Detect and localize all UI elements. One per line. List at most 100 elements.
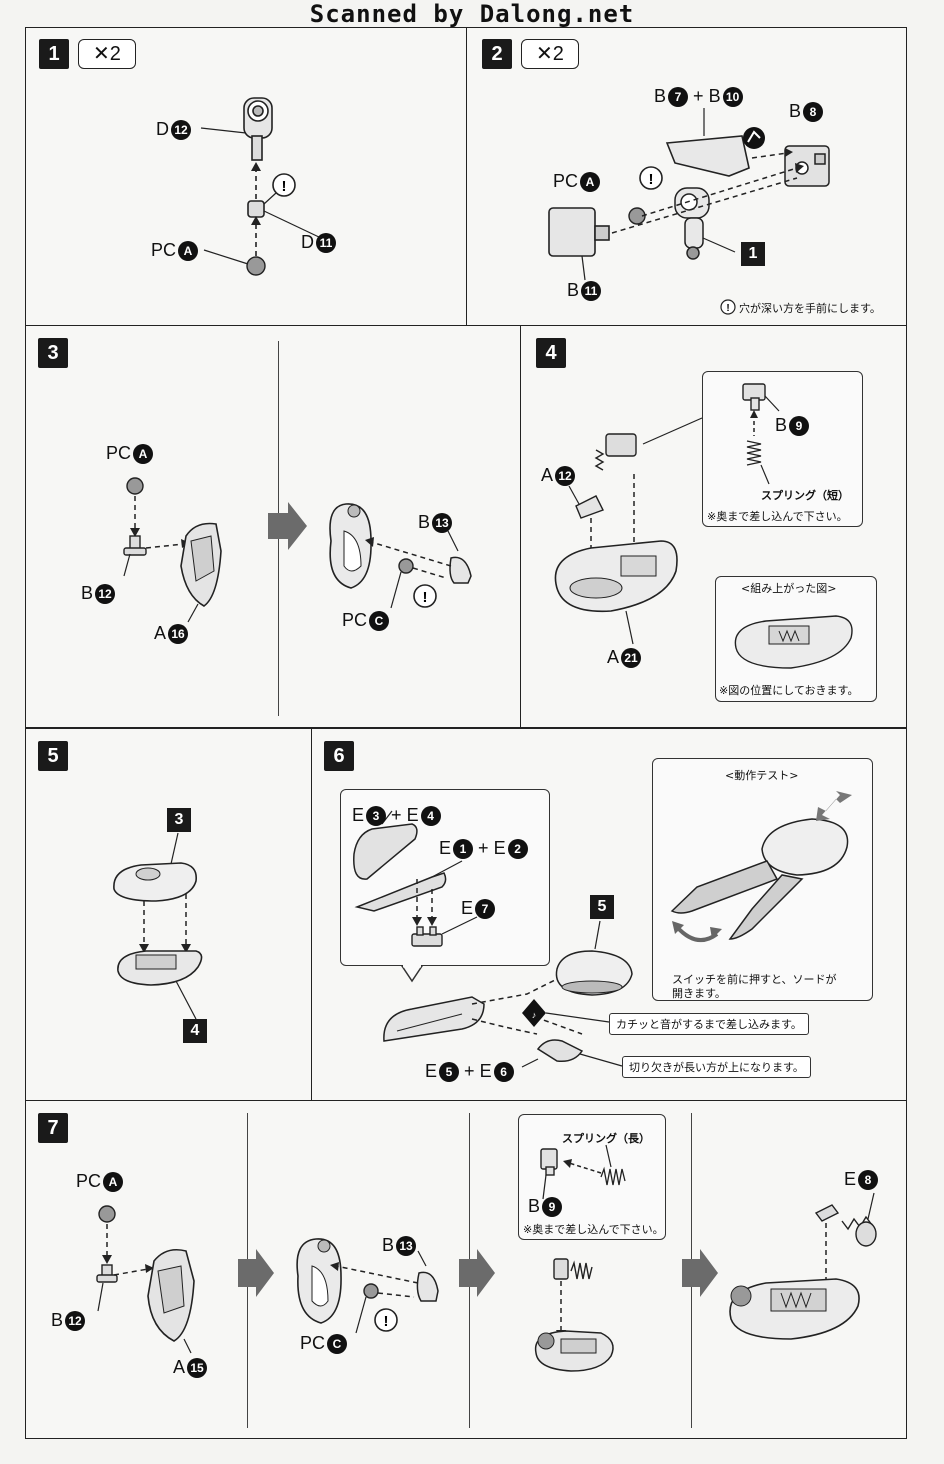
step-4-diagram xyxy=(554,383,853,669)
part-b7-b10 xyxy=(665,135,750,177)
test-title: <動作テスト> xyxy=(725,769,799,782)
step-6-panel: 6 <動作テスト> スイッチを前に押すと、ソードが 開きます。 カチッと音がする… xyxy=(311,728,907,1101)
part-a12 xyxy=(575,495,604,519)
part-pc-c xyxy=(398,558,414,574)
quantity-badge: ✕2 xyxy=(78,39,136,69)
svg-text:!: ! xyxy=(649,171,654,188)
part-b9-spring xyxy=(594,433,637,471)
assembled-note: ※図の位置にしておきます。 xyxy=(719,684,859,697)
spring-long-inset xyxy=(518,1114,666,1240)
part-pc-a xyxy=(628,207,646,225)
spring-detail-inset xyxy=(702,371,863,527)
part-e7 xyxy=(411,926,443,947)
step-1-diagram: ! xyxy=(200,97,322,276)
insert-note: ※奥まで差し込んで下さい。 xyxy=(707,510,848,523)
reference-step-4: 4 xyxy=(183,1019,207,1043)
step-number: 3 xyxy=(38,338,68,368)
click-insert-callout: カチッと音がするまで差し込みます。 xyxy=(609,1013,809,1035)
svg-text:!: ! xyxy=(726,303,729,314)
part-b9-spring xyxy=(553,1258,593,1280)
part-b13 xyxy=(449,556,472,584)
step-number: 1 xyxy=(39,39,69,69)
step-2-panel: 2 ✕2 ! xyxy=(466,27,907,326)
part-e3-e4 xyxy=(353,823,418,880)
flow-arrow-icon xyxy=(268,502,307,550)
scan-credit-header: Scanned by Dalong.net xyxy=(309,0,635,28)
svg-text:!: ! xyxy=(384,1313,389,1330)
spring-icon xyxy=(746,440,762,466)
test-sword-head xyxy=(761,818,849,876)
step-number: 4 xyxy=(536,338,566,368)
insert-note: ※奥まで差し込んで下さい。 xyxy=(523,1223,664,1236)
step-7-diagram: ! xyxy=(96,1144,877,1372)
part-pc-a xyxy=(246,256,266,276)
notch-orientation-callout: 切り欠きが長い方が上になります。 xyxy=(622,1056,811,1078)
part-a21 xyxy=(554,540,678,613)
part-b13 xyxy=(416,1271,439,1302)
part-e8 xyxy=(814,1204,877,1247)
caution-icon xyxy=(272,173,296,197)
svg-text:!: ! xyxy=(282,178,287,195)
part-pc-a xyxy=(126,477,144,495)
part-e1-e2 xyxy=(354,872,447,912)
push-arrow-icon xyxy=(816,791,852,821)
step-6-diagram: ♪ xyxy=(353,791,852,1068)
test-note-line2: 開きます。 xyxy=(672,987,726,1000)
subassembly-step1 xyxy=(674,187,710,260)
caution-icon xyxy=(413,584,437,608)
part-pc-a xyxy=(98,1205,116,1223)
spring-short-label: スプリング（短） xyxy=(761,489,849,502)
assembled-title: <組み上がった図> xyxy=(741,582,837,595)
test-note-line1: スイッチを前に押すと、ソードが xyxy=(672,973,837,986)
step-7-panel: 7 スプリング（長） ※奥まで差し込んで下さい。 xyxy=(25,1100,907,1439)
step-2-diagram: ! ! xyxy=(548,108,830,315)
svg-text:!: ! xyxy=(423,589,428,606)
test-blade-upper xyxy=(670,860,779,914)
step-5-diagram xyxy=(113,832,203,1020)
spring-long-label: スプリング（長） xyxy=(562,1132,650,1145)
part-b12 xyxy=(96,1264,118,1283)
flow-arrow-icon xyxy=(682,1249,718,1297)
part-d11 xyxy=(247,200,265,218)
step-number: 6 xyxy=(324,741,354,771)
spring-icon xyxy=(600,1166,626,1186)
part-b9 xyxy=(742,383,766,411)
step-4-panel: 4 スプリング（短） ※奥まで差し込んで下さい。 <組み上がった図> ※図の位置… xyxy=(520,325,907,728)
part-b9 xyxy=(540,1148,558,1176)
part-step3-cover xyxy=(113,862,198,902)
svg-text:♪: ♪ xyxy=(532,1010,537,1020)
reference-step-3: 3 xyxy=(167,808,191,832)
caution-icon xyxy=(639,166,663,190)
step-number: 5 xyxy=(38,741,68,771)
click-sound-icon: ♪ xyxy=(522,999,546,1027)
flow-arrow-icon xyxy=(238,1249,274,1297)
part-d12 xyxy=(243,97,273,161)
part-b11 xyxy=(548,207,610,257)
step-number: 7 xyxy=(38,1113,68,1143)
quantity-badge: ✕2 xyxy=(521,39,579,69)
step-5-panel: 5 3 4 xyxy=(25,728,312,1101)
